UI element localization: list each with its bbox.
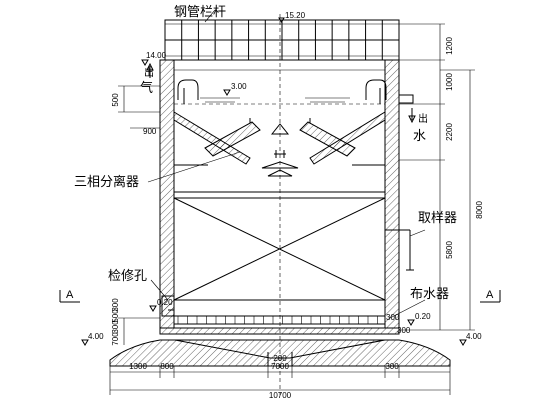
gas-label: 气 xyxy=(140,80,153,96)
elev-bottom-right: 0.20 xyxy=(415,312,431,321)
section-label-left: A xyxy=(66,289,74,301)
dim-left-4: 500 xyxy=(111,309,120,323)
sampler-label: 取样器 xyxy=(418,211,457,226)
section-markers xyxy=(59,290,501,303)
dim-left-1: 500 xyxy=(111,93,120,107)
reaction-zone xyxy=(173,191,386,301)
dim-bottom-3: 7000 xyxy=(271,362,289,371)
flow-arrows xyxy=(146,62,416,124)
separator-label: 三相分离器 xyxy=(74,174,139,190)
elevation-markers xyxy=(81,17,467,346)
dim-bottom-center: 200 xyxy=(273,354,287,363)
dim-right-4: 5800 xyxy=(445,241,454,259)
elev-top: 15.20 xyxy=(285,11,306,20)
section-label-right: A xyxy=(486,289,494,301)
tank-walls xyxy=(159,59,400,329)
water-level xyxy=(174,97,385,105)
dim-bottom-4: 300 xyxy=(385,362,399,371)
dim-bottom-2: 800 xyxy=(160,362,174,371)
gas-outlets xyxy=(177,79,387,104)
left-dimension-chain xyxy=(118,85,160,345)
dim-right-small-2: 300 xyxy=(397,326,411,335)
dim-right-5: 8000 xyxy=(475,201,484,219)
dim-right-small: 300 xyxy=(386,313,400,322)
distributor-label: 布水器 xyxy=(410,287,449,302)
dim-right-2: 1000 xyxy=(445,73,454,91)
manhole-label: 检修孔 xyxy=(108,269,147,284)
elev-bottom-left: 0.20 xyxy=(157,298,173,307)
water-arrow-char: 出 xyxy=(418,112,428,125)
elev-ground-right: 4.00 xyxy=(466,332,482,341)
three-phase-separator xyxy=(173,111,386,177)
railing-label: 钢管栏杆 xyxy=(174,5,226,20)
gas-arrow-char: 出 xyxy=(144,66,154,79)
dim-right-3: 2200 xyxy=(445,123,454,141)
dim-bottom-1: 1300 xyxy=(129,362,147,371)
dim-left-3: 300 xyxy=(111,320,120,334)
elev-rim: 14.00 xyxy=(146,51,167,60)
bottom-dimension-chain xyxy=(109,366,451,395)
elev-water: 3.00 xyxy=(231,82,247,91)
sampler-device xyxy=(385,229,414,271)
elev-ground-left: 4.00 xyxy=(88,332,104,341)
dim-left-small-1: 900 xyxy=(143,127,157,136)
base-foundation xyxy=(109,327,451,367)
dim-left-2: 700 xyxy=(111,332,120,346)
dim-left-5: 300 xyxy=(111,298,120,312)
water-label: 水 xyxy=(413,129,426,144)
dim-right-1: 1200 xyxy=(445,37,454,55)
railing-grid xyxy=(164,19,400,61)
right-dimension-chain xyxy=(399,23,475,331)
distributor-pipe xyxy=(161,295,386,325)
leader-lines xyxy=(147,9,426,319)
dim-total: 10700 xyxy=(269,391,292,400)
water-outlet-pipe xyxy=(398,94,414,104)
